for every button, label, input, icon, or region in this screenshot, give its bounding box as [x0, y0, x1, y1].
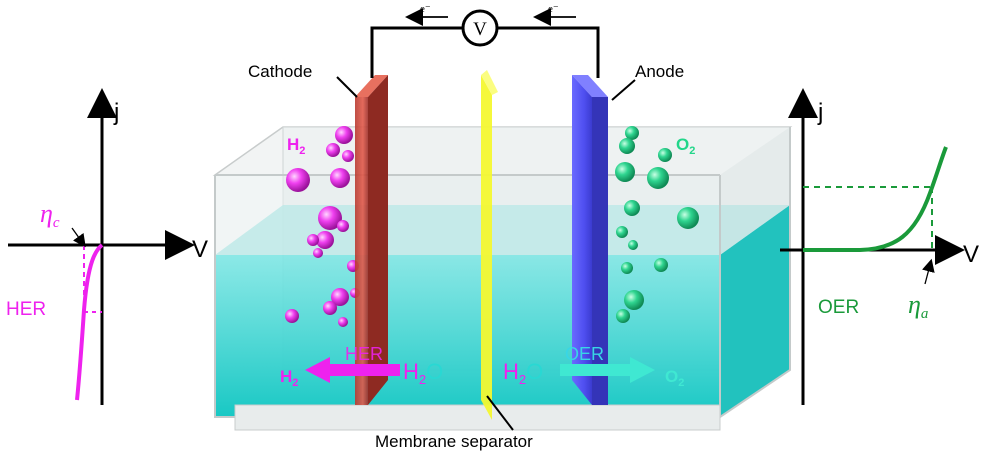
- tank-floor: [234, 404, 721, 431]
- anode-label: Anode: [635, 62, 684, 81]
- anode-leader-line: [611, 79, 636, 101]
- membrane-separator-label: Membrane separator: [375, 432, 533, 451]
- oer-x-axis-label: V: [963, 241, 979, 268]
- oer-reaction-label: OER: [565, 344, 604, 364]
- electron-label-left: e⁻: [420, 3, 431, 15]
- her-reaction: HER H2 H2O: [280, 344, 443, 389]
- oxygen-gas-label: O2: [676, 135, 695, 157]
- her-y-axis-label: j: [113, 99, 119, 126]
- water-right-side: [720, 205, 790, 417]
- her-polarization-plot: j V ηc HER: [6, 88, 208, 405]
- membrane-leader-line: [486, 395, 514, 431]
- voltmeter-symbol: V: [473, 19, 487, 40]
- oer-overpotential-pointer: [922, 258, 935, 285]
- oer-overpotential-label: ηa: [908, 290, 928, 322]
- cathode-leader-line: [336, 76, 358, 98]
- electrolyte-water: [215, 255, 720, 417]
- membrane-separator: [481, 70, 498, 420]
- oer-product-label: O2: [665, 367, 684, 389]
- her-arrow: [305, 357, 400, 383]
- her-plot-label: HER: [6, 299, 46, 320]
- cathode-label: Cathode: [248, 62, 312, 81]
- her-product-label: H2: [280, 367, 298, 389]
- oer-water-label: H2O: [503, 359, 543, 387]
- electron-label-right: e⁻: [548, 3, 559, 15]
- oer-polarization-plot: j V ηa OER: [780, 88, 979, 405]
- hydrogen-gas-label: H2: [287, 135, 305, 157]
- anode-electrode: [572, 75, 608, 405]
- her-current-curve: [75, 243, 104, 401]
- external-circuit: V e⁻ e⁻: [370, 3, 600, 78]
- her-water-label: H2O: [403, 359, 443, 387]
- oer-current-curve: [803, 146, 948, 252]
- her-x-axis-label: V: [192, 236, 208, 263]
- cathode-electrode: [355, 75, 388, 405]
- tank-right-glass: [720, 127, 790, 255]
- oer-y-axis-label: j: [817, 99, 823, 126]
- her-overpotential-pointer: [71, 227, 86, 248]
- her-overpotential-label: ηc: [40, 199, 60, 231]
- her-reaction-label: HER: [345, 344, 383, 364]
- oer-reaction: OER H2O O2: [503, 344, 684, 389]
- oxygen-bubbles: [615, 126, 699, 323]
- voltmeter: [461, 9, 499, 47]
- oer-plot-label: OER: [818, 297, 859, 318]
- oer-arrow: [560, 357, 655, 383]
